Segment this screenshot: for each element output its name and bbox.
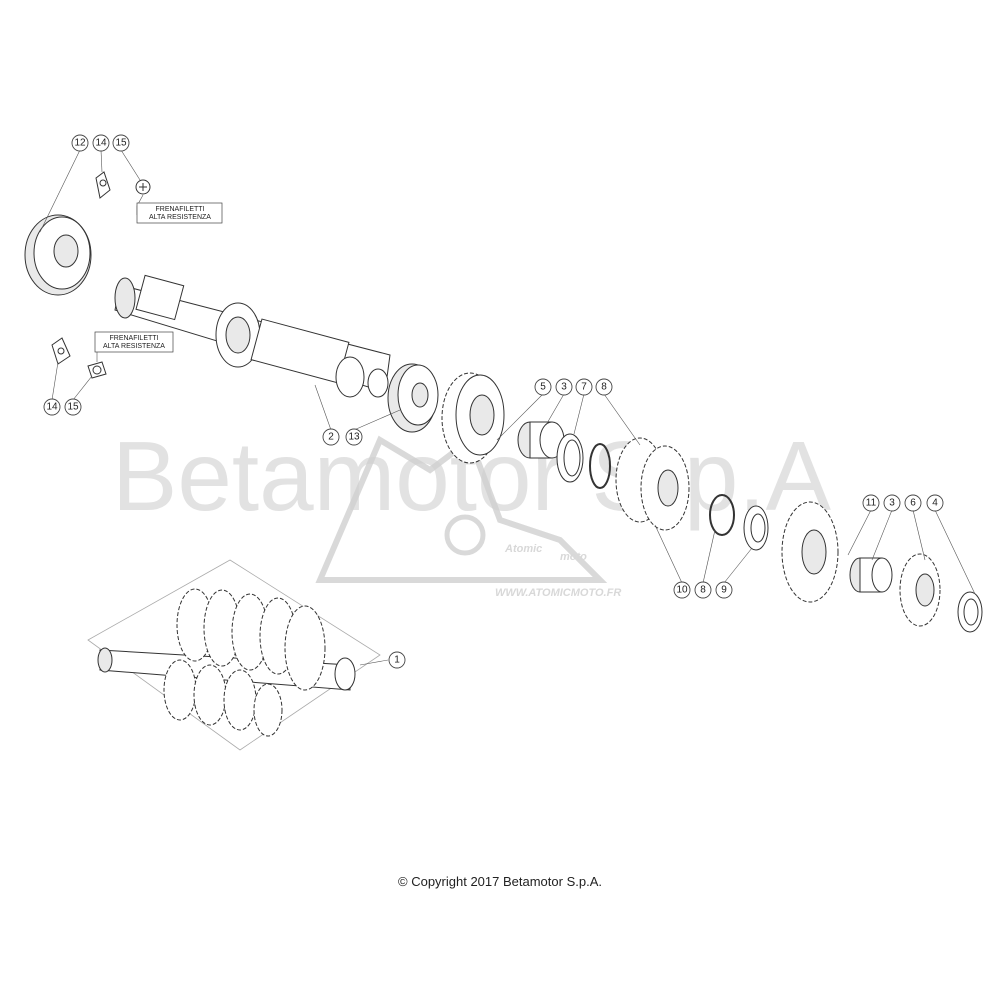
gear-on-shaft xyxy=(215,302,261,368)
svg-text:9: 9 xyxy=(721,585,727,596)
svg-text:6: 6 xyxy=(910,498,916,509)
main-shaft xyxy=(114,274,391,398)
svg-text:10: 10 xyxy=(676,585,688,596)
svg-text:8: 8 xyxy=(700,585,706,596)
callout-7: 7 xyxy=(575,378,593,396)
callout-14-top: 14 xyxy=(92,134,110,152)
watermark-logo-url: WWW.ATOMICMOTO.FR xyxy=(495,587,621,599)
callout-9: 9 xyxy=(715,581,733,599)
gear-sprocket xyxy=(441,372,505,464)
circlip-8-lower xyxy=(709,494,735,536)
svg-text:1: 1 xyxy=(394,655,400,666)
callout-2: 2 xyxy=(322,428,340,446)
gear-6 xyxy=(899,553,941,627)
svg-text:5: 5 xyxy=(540,382,546,393)
washer-9 xyxy=(743,505,769,551)
svg-text:3: 3 xyxy=(561,382,567,393)
callout-3-upper: 3 xyxy=(555,378,573,396)
note-top-line2: ALTA RESISTENZA xyxy=(149,214,211,221)
note-threadlocker-left: FRENAFILETTI ALTA RESISTENZA xyxy=(94,331,174,362)
callout-8-lower: 8 xyxy=(694,581,712,599)
note-left-line1: FRENAFILETTI xyxy=(109,335,158,342)
svg-text:14: 14 xyxy=(95,138,107,149)
callout-8-upper: 8 xyxy=(595,378,613,396)
callout-13: 13 xyxy=(345,428,363,446)
callout-15-top: 15 xyxy=(112,134,130,152)
note-left-line2: ALTA RESISTENZA xyxy=(103,343,165,350)
callout-6: 6 xyxy=(904,494,922,512)
svg-text:15: 15 xyxy=(115,138,127,149)
watermark-logo: Atomic moto WWW.ATOMICMOTO.FR xyxy=(315,435,621,599)
svg-text:14: 14 xyxy=(46,402,58,413)
assembly-1 xyxy=(87,559,381,751)
svg-text:7: 7 xyxy=(581,382,587,393)
note-top-line1: FRENAFILETTI xyxy=(155,206,204,213)
needle-bearing-5 xyxy=(517,421,565,459)
screw-15-top xyxy=(135,179,151,195)
note-threadlocker-top: FRENAFILETTI ALTA RESISTENZA xyxy=(136,194,223,224)
svg-text:12: 12 xyxy=(74,138,86,149)
callout-14-left: 14 xyxy=(43,398,61,416)
double-gear-10 xyxy=(615,437,690,531)
callout-15-left: 15 xyxy=(64,398,82,416)
svg-text:4: 4 xyxy=(932,498,938,509)
washer-7 xyxy=(556,433,584,483)
retainer-plate-14-left xyxy=(51,337,71,365)
callout-1: 1 xyxy=(388,651,406,669)
leader-lines xyxy=(39,149,976,666)
callout-12: 12 xyxy=(71,134,89,152)
circlip-8-upper xyxy=(589,443,611,489)
bearing-12 xyxy=(24,214,92,296)
gear-large xyxy=(781,501,839,603)
retainer-plate-14-top xyxy=(95,171,111,199)
callout-11: 11 xyxy=(862,494,880,512)
svg-text:3: 3 xyxy=(889,498,895,509)
callout-10: 10 xyxy=(673,581,691,599)
watermark-logo-brand: Atomic xyxy=(504,543,542,555)
svg-text:13: 13 xyxy=(348,432,360,443)
screw-15-left xyxy=(87,361,107,379)
callout-3-lower: 3 xyxy=(883,494,901,512)
svg-text:2: 2 xyxy=(328,432,334,443)
callout-5: 5 xyxy=(534,378,552,396)
assembly-gears xyxy=(163,588,326,737)
needle-bearing-11 xyxy=(849,557,893,593)
callout-4: 4 xyxy=(926,494,944,512)
bearing-2 xyxy=(387,363,439,433)
svg-text:15: 15 xyxy=(67,402,79,413)
copyright-notice: © Copyright 2017 Betamotor S.p.A. xyxy=(398,874,602,889)
svg-text:8: 8 xyxy=(601,382,607,393)
watermark-logo-sub: moto xyxy=(560,551,587,563)
svg-text:11: 11 xyxy=(866,498,877,509)
washer-4 xyxy=(957,591,983,633)
